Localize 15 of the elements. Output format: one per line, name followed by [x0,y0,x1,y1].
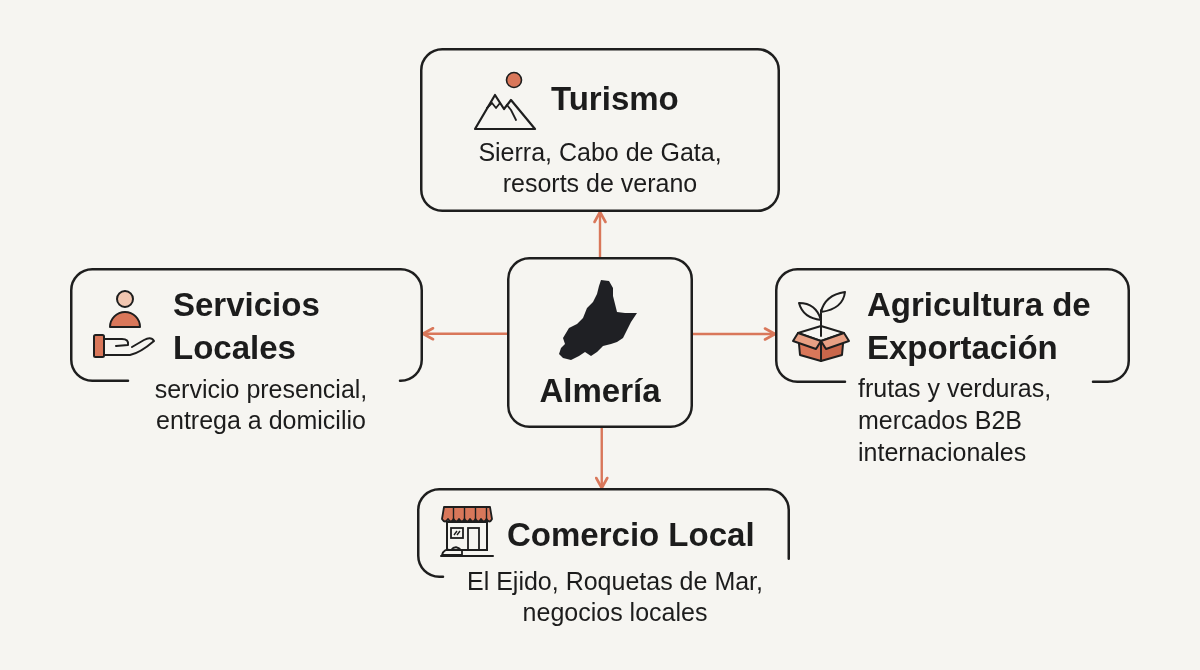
arrow [693,327,777,341]
card-description: servicio presencial, entrega a domicilio [153,374,369,436]
arrow [421,326,507,341]
card-title: Turismo [551,79,679,119]
card-title: Comercio Local [507,515,755,555]
card-title: Agricultura de Exportación [867,285,1092,368]
hub-card [507,257,693,428]
card-description: Sierra, Cabo de Gata, resorts de verano [477,137,723,199]
arrow [593,210,607,257]
card-description: El Ejido, Roquetas de Mar, negocios locales [466,566,764,628]
card-description: frutas y verduras, mercados B2B internacionales [858,373,1053,468]
card-title: Servicios Locales [173,285,321,368]
topic-card [420,48,780,212]
card-title: Almería [538,371,662,411]
arrow [594,428,609,490]
